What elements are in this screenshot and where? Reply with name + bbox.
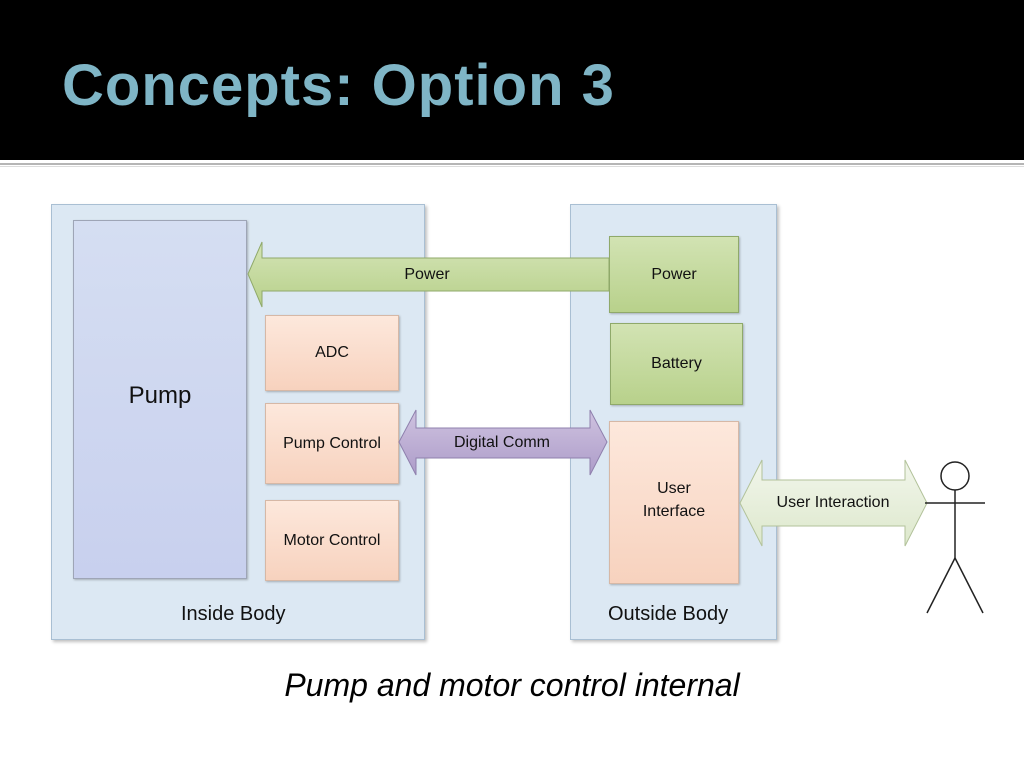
power-arrow bbox=[247, 241, 610, 308]
battery-box: Battery bbox=[610, 323, 743, 405]
battery-label: Battery bbox=[651, 355, 702, 372]
digital-comm-arrow bbox=[398, 409, 608, 476]
power-box: Power bbox=[609, 236, 739, 313]
pump-label: Pump bbox=[128, 381, 192, 409]
stick-figure-icon bbox=[925, 461, 985, 614]
motor-control-label: Motor Control bbox=[283, 531, 381, 549]
slide-title: Concepts: Option 3 bbox=[62, 53, 615, 118]
inside-body-label: Inside Body bbox=[181, 603, 286, 625]
slide-caption: Pump and motor control internal bbox=[284, 667, 740, 703]
user-interaction-label: User Interaction bbox=[776, 494, 890, 511]
outside-body-label: Outside Body bbox=[608, 603, 729, 625]
title-bar: Concepts: Option 3 bbox=[0, 0, 1024, 160]
title-divider-thin bbox=[0, 166, 1024, 167]
adc-label: ADC bbox=[315, 344, 349, 361]
pump-box: Pump bbox=[73, 220, 247, 579]
user-interface-box: User Interface bbox=[609, 421, 739, 584]
pump-control-box: Pump Control bbox=[265, 403, 399, 484]
power-box-label: Power bbox=[651, 265, 697, 283]
user-interface-label: User Interface bbox=[642, 479, 706, 520]
digital-comm-label: Digital Comm bbox=[453, 434, 551, 451]
power-arrow-label: Power bbox=[404, 266, 450, 283]
motor-control-box: Motor Control bbox=[265, 500, 399, 581]
title-divider bbox=[0, 163, 1024, 165]
pump-control-label: Pump Control bbox=[283, 434, 381, 452]
adc-box: ADC bbox=[265, 315, 399, 391]
